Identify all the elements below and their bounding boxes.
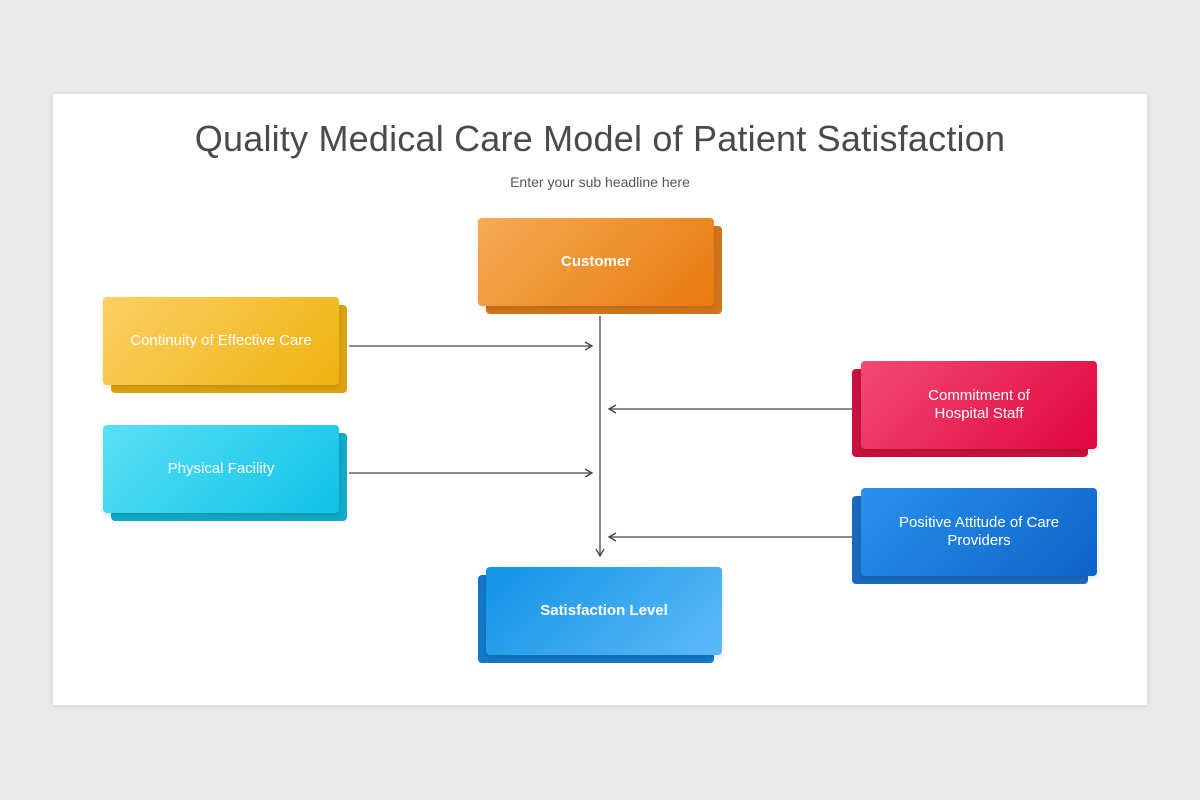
customer-node: Customer [478, 218, 722, 314]
physical-node: Physical Facility [103, 425, 347, 521]
satisfaction-node: Satisfaction Level [478, 567, 722, 663]
attitude-label-line1: Positive Attitude of Care [898, 514, 1060, 531]
page-subtitle: Enter your sub headline here [510, 174, 690, 190]
continuity-node: Continuity of Effective Care [103, 297, 347, 393]
customer-label: Customer [560, 253, 631, 270]
attitude-node-box: Positive Attitude of Care Providers [861, 488, 1097, 576]
commitment-node-box: Commitment of Hospital Staff [861, 361, 1097, 449]
satisfaction-label: Satisfaction Level [540, 602, 668, 619]
page-title: Quality Medical Care Model of Patient Sa… [194, 118, 1006, 159]
physical-label: Physical Facility [167, 460, 275, 477]
commitment-label-line2: Hospital Staff [934, 405, 1024, 422]
commitment-label: Commitment of Hospital Staff [928, 387, 1030, 423]
satisfaction-node-box: Satisfaction Level [486, 567, 722, 655]
attitude-node: Positive Attitude of Care Providers [852, 488, 1097, 584]
continuity-node-box: Continuity of Effective Care [103, 297, 339, 385]
commitment-label-line1: Commitment of [928, 387, 1030, 404]
attitude-label: Positive Attitude of Care Providers [899, 514, 1059, 550]
commitment-node: Commitment of Hospital Staff [852, 361, 1097, 457]
customer-node-box: Customer [478, 218, 714, 306]
physical-node-box: Physical Facility [103, 425, 339, 513]
continuity-label: Continuity of Effective Care [130, 332, 312, 349]
attitude-label-line2: Providers [947, 532, 1011, 549]
